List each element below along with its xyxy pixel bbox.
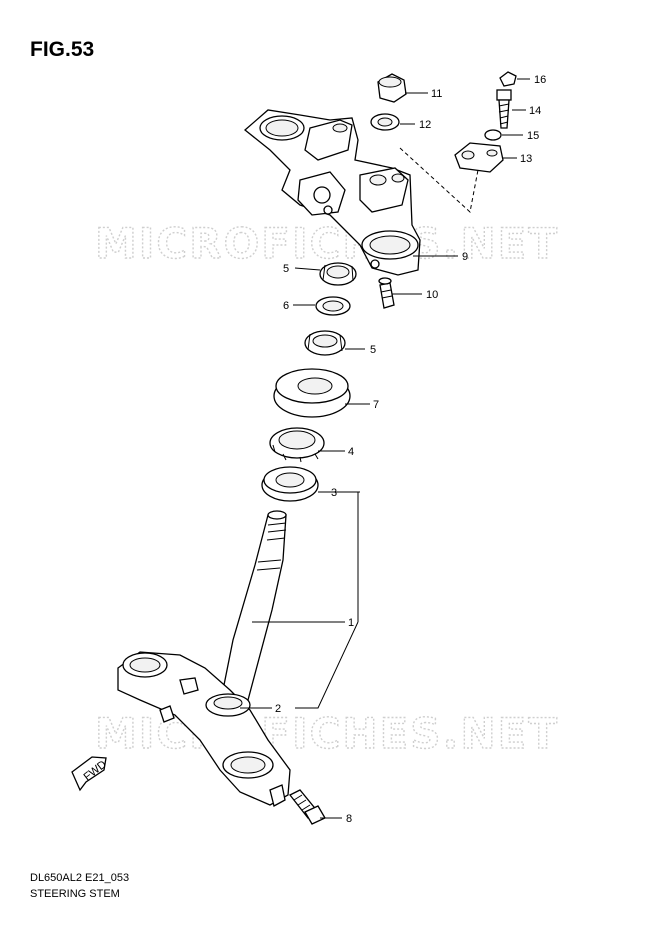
callout-14: 14 bbox=[529, 105, 541, 117]
upper-bracket bbox=[243, 109, 421, 276]
lock-washer-6 bbox=[315, 296, 351, 316]
figure-title: FIG.53 bbox=[30, 38, 95, 61]
lock-washer bbox=[484, 129, 502, 141]
clamp-bolt bbox=[378, 277, 395, 309]
pinch-bolt bbox=[288, 789, 326, 825]
steering-stem bbox=[117, 510, 291, 807]
washer bbox=[370, 113, 400, 131]
lock-nut bbox=[319, 262, 357, 286]
diagram-code: DL650AL2 E21_053 bbox=[30, 872, 130, 884]
guide-line bbox=[399, 147, 479, 213]
callout-2: 2 bbox=[275, 703, 281, 715]
watermark: MICROFICHES.NET bbox=[95, 219, 559, 268]
callout-7: 7 bbox=[373, 399, 379, 411]
handlebar-holder bbox=[454, 142, 504, 173]
callout-13: 13 bbox=[520, 153, 532, 165]
callout-10: 10 bbox=[426, 289, 438, 301]
callout-5-upper: 5 bbox=[283, 263, 289, 275]
callout-8: 8 bbox=[346, 813, 352, 825]
lock-nut bbox=[304, 330, 346, 356]
callout-6: 6 bbox=[283, 300, 289, 312]
callout-3: 3 bbox=[331, 487, 337, 499]
lower-dust-seal bbox=[205, 693, 251, 717]
dust-seal bbox=[273, 368, 351, 418]
bolt bbox=[496, 89, 512, 129]
fwd-arrow: FWD bbox=[71, 756, 109, 792]
callout-15: 15 bbox=[527, 130, 539, 142]
callout-5-lower: 5 bbox=[370, 344, 376, 356]
bearing-race bbox=[261, 466, 319, 502]
callout-9: 9 bbox=[462, 251, 468, 263]
callout-12: 12 bbox=[419, 119, 431, 131]
cap bbox=[499, 71, 517, 87]
footer: DL650AL2 E21_053 STEERING STEM bbox=[30, 870, 129, 902]
callout-11: 11 bbox=[431, 88, 442, 100]
callout-4: 4 bbox=[348, 446, 354, 458]
callout-1: 1 bbox=[348, 617, 354, 629]
upper-bearing bbox=[269, 427, 325, 463]
diagram-caption: STEERING STEM bbox=[30, 888, 120, 900]
cap-nut bbox=[377, 73, 407, 103]
leader-lines bbox=[240, 78, 530, 819]
callout-16: 16 bbox=[534, 74, 546, 86]
